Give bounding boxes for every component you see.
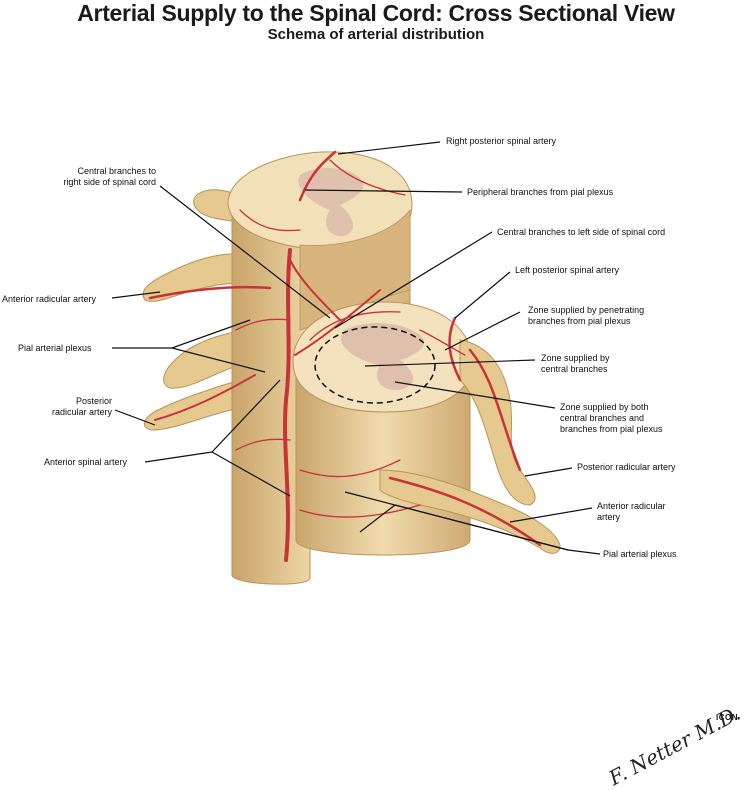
label-anterior-radicular-right-line1: Anterior radicular	[597, 501, 666, 511]
label-anterior-radicular-right: Anterior radicular artery	[597, 501, 666, 523]
leader-anterior-radicular-right	[509, 507, 593, 523]
label-posterior-radicular-right: Posterior radicular artery	[577, 462, 676, 472]
label-zone-both: Zone supplied by both central branches a…	[560, 402, 663, 435]
lower-left-root	[143, 379, 241, 431]
arteries	[148, 150, 542, 562]
upper-left-root	[142, 253, 256, 302]
leader-zone-both	[394, 381, 556, 409]
page-title: Arterial Supply to the Spinal Cord: Cros…	[77, 0, 675, 26]
anterior-radicular-right-vessel	[388, 476, 542, 547]
label-central-branches-right-line2: right side of spinal cord	[63, 177, 156, 187]
pial-plexus-6	[329, 159, 406, 196]
publisher-logo: ICON	[716, 713, 738, 722]
lower-gray-matter	[340, 323, 425, 391]
leader-central-left	[334, 231, 493, 329]
label-zone-penetrating-line2: branches from pial plexus	[528, 316, 631, 326]
central-branch-left	[294, 289, 381, 356]
leader-right-posterior-spinal	[337, 141, 441, 155]
label-central-branches-right: Central branches to right side of spinal…	[40, 166, 156, 188]
leader-zone-penetrating	[444, 311, 521, 351]
label-anterior-spinal-artery: Anterior spinal artery	[44, 457, 128, 467]
label-peripheral-branches: Peripheral branches from pial plexus	[467, 187, 614, 197]
leader-pial-plexus-right-b	[359, 504, 396, 533]
spinal-cord-illustration	[111, 141, 601, 585]
label-zone-both-line3: branches from pial plexus	[560, 424, 663, 434]
label-zone-central-line2: central branches	[541, 364, 608, 374]
upper-gray-matter	[298, 167, 364, 237]
pial-plexus-4	[299, 459, 401, 478]
label-posterior-radicular-left-line2: radicular artery	[51, 407, 112, 417]
pial-plexus-1	[239, 209, 301, 232]
label-zone-penetrating: Zone supplied by penetrating branches fr…	[528, 305, 644, 327]
leader-anterior-radicular-left	[111, 291, 161, 299]
leader-pial-plexus-right-c	[344, 491, 569, 551]
pial-plexus-7	[309, 311, 401, 341]
label-central-branches-left: Central branches to left side of spinal …	[497, 227, 666, 237]
pial-plexus-5	[299, 504, 421, 518]
right-posterior-spinal-artery-vessel	[298, 150, 337, 202]
central-branch-right	[289, 259, 341, 321]
left-posterior-spinal-artery-vessel	[448, 316, 462, 382]
page-subtitle: Schema of arterial distribution	[267, 26, 485, 43]
label-anterior-radicular-right-line2: artery	[597, 512, 621, 522]
leader-anterior-spinal-b	[211, 451, 291, 497]
label-zone-both-line2: central branches and	[560, 413, 645, 423]
label-zone-central-line1: Zone supplied by	[541, 353, 610, 363]
label-zone-both-line1: Zone supplied by both	[560, 402, 649, 412]
label-left-posterior-spinal-artery: Left posterior spinal artery	[515, 265, 620, 275]
label-posterior-radicular-left-line1: Posterior	[75, 396, 112, 406]
leader-central-right	[159, 185, 331, 319]
label-posterior-radicular-left: Posterior radicular artery	[20, 396, 112, 418]
pial-plexus-8	[419, 329, 466, 356]
label-central-branches-right-line1: Central branches to	[77, 166, 156, 176]
pial-plexus-2	[235, 318, 291, 331]
label-pial-plexus-right: Pial arterial plexus	[603, 549, 677, 559]
leader-zone-central	[364, 359, 536, 367]
posterior-radicular-right-vessel	[468, 348, 522, 472]
right-posterior-root	[459, 339, 536, 506]
posterior-radicular-left-vessel	[154, 374, 256, 421]
leader-pial-plexus-left-b	[171, 347, 266, 373]
central-zone-outline	[314, 326, 436, 404]
label-pial-plexus-left: Pial arterial plexus	[18, 343, 92, 353]
label-zone-penetrating-line1: Zone supplied by penetrating	[528, 305, 645, 315]
label-anterior-radicular-left: Anterior radicular artery	[2, 294, 97, 304]
leader-left-posterior-spinal	[454, 271, 511, 319]
leader-posterior-radicular-left	[114, 409, 156, 426]
leader-lines	[111, 141, 601, 555]
label-right-posterior-spinal-artery: Right posterior spinal artery	[446, 136, 557, 146]
anterior-spinal-artery	[283, 248, 292, 562]
leader-peripheral-branches	[304, 189, 463, 193]
anterior-radicular-left-vessel	[148, 285, 272, 300]
pial-plexus-3	[235, 438, 291, 451]
left-nerve-roots	[142, 189, 256, 431]
right-nerve-roots	[379, 339, 561, 554]
lower-cord-segment	[292, 301, 473, 556]
mid-left-root	[163, 329, 246, 389]
label-zone-central: Zone supplied by central branches	[541, 353, 610, 375]
leader-posterior-radicular-right	[524, 467, 573, 477]
